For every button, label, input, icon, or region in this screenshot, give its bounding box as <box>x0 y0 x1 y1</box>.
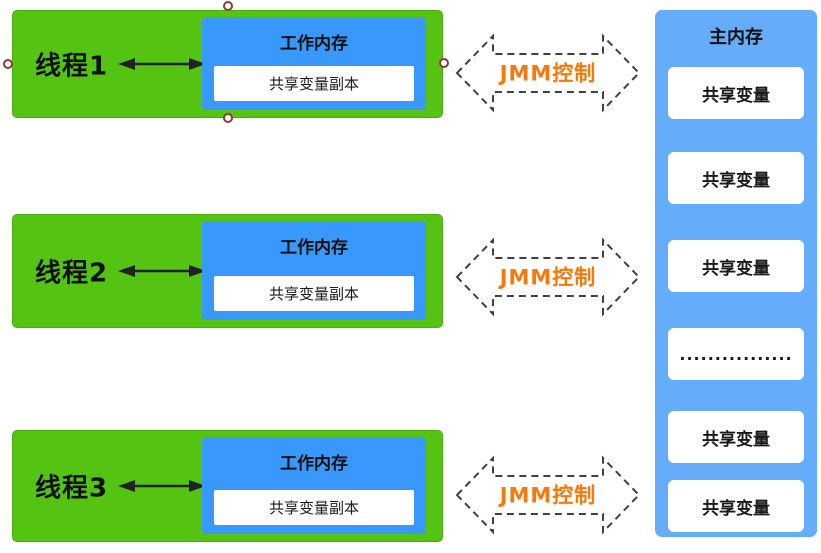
thread2-label: 线程2 <box>35 258 109 289</box>
jmm-control-arrow-2[interactable]: JMM控制 <box>455 237 641 317</box>
shared-variable-slot-3[interactable]: 共享变量 <box>668 240 804 292</box>
dashed-double-arrow-icon <box>455 33 641 113</box>
thread1-box[interactable]: 线程1 工作内存 共享变量副本 <box>12 10 443 118</box>
shared-variable-slot-5[interactable]: 共享变量 <box>668 411 804 463</box>
connection-handle-bottom-icon[interactable] <box>223 113 233 123</box>
jmm-control-label-3: JMM控制 <box>499 483 597 508</box>
thread2-shared-variable-copy-box[interactable]: 共享变量副本 <box>214 276 414 311</box>
thread1-workmem-arrow-icon <box>118 58 206 70</box>
dashed-double-arrow-icon <box>455 455 641 535</box>
thread3-shared-variable-copy-box[interactable]: 共享变量副本 <box>214 490 414 525</box>
thread2-work-memory-label: 工作内存 <box>280 237 348 258</box>
shared-variable-slot-2[interactable]: 共享变量 <box>668 152 804 204</box>
connection-handle-right-icon[interactable] <box>439 58 449 68</box>
thread3-box[interactable]: 线程3 工作内存 共享变量副本 <box>12 430 443 542</box>
jmm-control-label-2: JMM控制 <box>499 265 597 290</box>
ellipsis-slot[interactable]: ................ <box>668 328 804 380</box>
thread1-label: 线程1 <box>35 51 109 82</box>
thread2-workmem-arrow-icon <box>118 265 206 277</box>
thread3-label: 线程3 <box>35 473 109 504</box>
thread3-work-memory-box[interactable]: 工作内存 共享变量副本 <box>202 437 426 534</box>
jmm-control-label-1: JMM控制 <box>499 61 597 86</box>
shared-variable-slot-6[interactable]: 共享变量 <box>668 480 804 532</box>
connection-handle-top-icon[interactable] <box>223 1 233 11</box>
jmm-control-arrow-1[interactable]: JMM控制 <box>455 33 641 113</box>
main-memory-box[interactable]: 主内存 共享变量 共享变量 共享变量 ................ 共享变量… <box>655 10 817 537</box>
thread1-work-memory-box[interactable]: 工作内存 共享变量副本 <box>202 17 426 110</box>
shared-variable-slot-1[interactable]: 共享变量 <box>668 67 804 119</box>
dashed-double-arrow-icon <box>455 237 641 317</box>
thread2-work-memory-box[interactable]: 工作内存 共享变量副本 <box>202 221 426 320</box>
connection-handle-left-icon[interactable] <box>3 59 13 69</box>
main-memory-title: 主内存 <box>709 27 763 48</box>
thread1-work-memory-label: 工作内存 <box>280 33 348 54</box>
thread3-workmem-arrow-icon <box>118 480 206 492</box>
thread2-box[interactable]: 线程2 工作内存 共享变量副本 <box>12 214 443 328</box>
thread3-work-memory-label: 工作内存 <box>280 453 348 474</box>
jmm-control-arrow-3[interactable]: JMM控制 <box>455 455 641 535</box>
thread1-shared-variable-copy-box[interactable]: 共享变量副本 <box>214 66 414 101</box>
